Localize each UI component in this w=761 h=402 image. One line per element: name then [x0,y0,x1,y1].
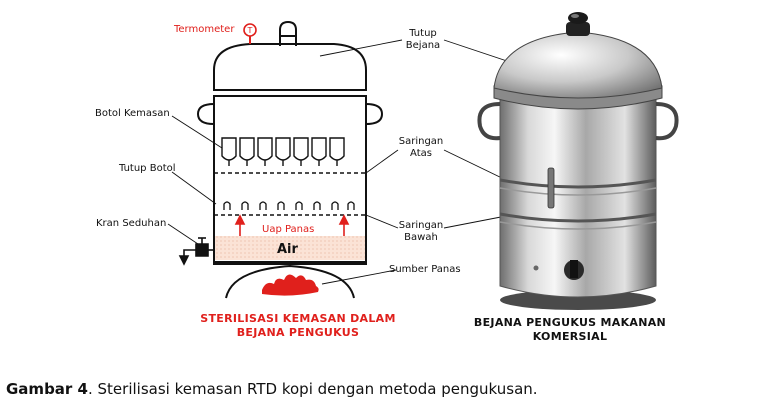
leader-lines [167,39,511,285]
vessel-lid [213,43,367,91]
saringan-atas-label: Saringan Atas [398,136,444,159]
tap-icon [178,237,214,266]
tutup-botol-label: Tutup Botol [119,163,176,174]
air-label: Air [277,242,298,257]
figure-caption-number: Gambar 4 [6,380,88,398]
right-caption: BEJANA PENGUKUS MAKANAN KOMERSIAL [473,316,667,343]
figure-caption: Gambar 4. Sterilisasi kemasan RTD kopi d… [6,380,538,398]
left-handle [196,103,215,125]
stove-base [225,264,355,299]
thermometer-icon: T [243,23,257,44]
sumber-panas-label: Sumber Panas [389,264,461,275]
tutup-bejana-label: Tutup Bejana [405,28,441,51]
uap-panas-label: Uap Panas [262,224,315,235]
botol-kemasan-label: Botol Kemasan [95,108,170,119]
termometer-label: Termometer [174,24,235,35]
kran-seduhan-label: Kran Seduhan [96,218,167,229]
bottles [221,137,345,166]
flame-icon [262,274,319,296]
left-caption: STERILISASI KEMASAN DALAM BEJANA PENGUKU… [200,312,396,339]
commercial-steamer [477,12,679,310]
right-handle [365,103,384,125]
figure-caption-text: . Sterilisasi kemasan RTD kopi dengan me… [87,380,538,398]
svg-text:T: T [247,26,253,35]
lid-handle [279,20,297,46]
bottle-caps [223,201,355,210]
water-area [215,236,365,260]
saringan-bawah-label: Saringan Bawah [398,220,444,243]
